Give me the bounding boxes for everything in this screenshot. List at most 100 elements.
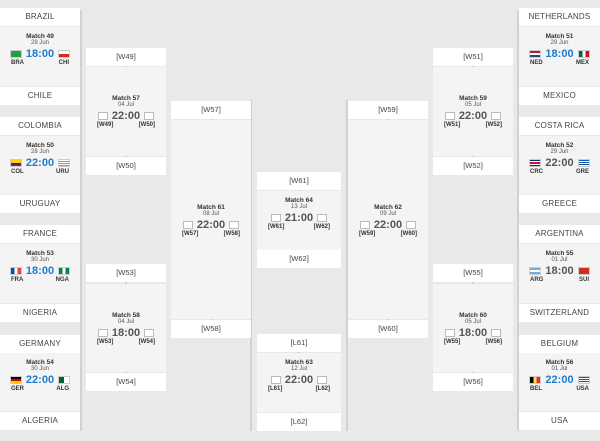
away-code: SUI xyxy=(578,277,589,283)
team-label-uruguay: URUGUAY xyxy=(0,195,80,213)
greece-flag-icon xyxy=(577,159,590,167)
match-card-63[interactable]: Match 63 12 Jul 22:00 [L61][L62] xyxy=(257,353,341,412)
home-code: [W59] xyxy=(359,231,376,237)
away-slot-icon xyxy=(317,214,328,222)
team-label-colombia: COLOMBIA xyxy=(0,117,80,135)
home-code: [L61] xyxy=(268,386,283,392)
slot-w60: [W60] xyxy=(348,320,428,338)
match-title: Match 61 xyxy=(197,204,225,211)
match-date: 05 Jul xyxy=(464,319,481,325)
match-date: 29 Jun xyxy=(550,40,569,46)
match-title: Match 53 xyxy=(26,250,54,257)
slot-w54: [W54] xyxy=(86,373,166,391)
home-slot-icon xyxy=(97,329,108,337)
slot-w59: [W59] xyxy=(348,101,428,119)
home-slot-icon xyxy=(359,221,370,229)
team-label-belgium: BELGIUM xyxy=(519,335,600,353)
away-code: [W58] xyxy=(223,231,240,237)
match-title: Match 60 xyxy=(459,312,487,319)
slot-w55: [W55] xyxy=(433,264,513,282)
match-title: Match 56 xyxy=(545,359,574,366)
team-label-costa-rica: COSTA RICA xyxy=(519,117,600,135)
home-code: BRA xyxy=(11,60,24,66)
team-label-mexico: MEXICO xyxy=(519,87,600,105)
match-card-59[interactable]: Match 59 05 Jul 22:00 [W51][W52] xyxy=(433,67,513,156)
match-title: Match 51 xyxy=(545,33,574,40)
match-title: Match 58 xyxy=(112,312,140,319)
chile-flag-icon xyxy=(58,50,71,58)
team-label-switzerland: SWITZERLAND xyxy=(519,304,600,322)
match-card-64[interactable]: Match 64 13 Jul 21:00 [W61][W62] xyxy=(257,191,341,250)
team-label-greece: GREECE xyxy=(519,195,600,213)
match-time: 22:00 xyxy=(373,219,403,231)
match-title: Match 59 xyxy=(459,95,487,102)
match-date: 05 Jul xyxy=(464,102,481,108)
home-slot-icon xyxy=(270,376,281,384)
team-label-netherlands: NETHERLANDS xyxy=(519,8,600,26)
away-code: NGA xyxy=(55,277,69,283)
away-code: [W52] xyxy=(485,122,502,128)
nigeria-flag-icon xyxy=(58,267,71,275)
away-slot-icon xyxy=(317,376,328,384)
match-date: 01 Jul xyxy=(551,366,568,372)
costa-rica-flag-icon xyxy=(529,159,542,167)
mexico-flag-icon xyxy=(577,50,590,58)
match-card-62[interactable]: Match 62 09 Jul 22:00 [W59][W60] xyxy=(348,120,428,319)
away-code: [L62] xyxy=(315,386,330,392)
team-label-usa: USA xyxy=(519,412,600,430)
home-code: COL xyxy=(11,169,24,175)
slot-w62: [W62] xyxy=(257,250,341,268)
match-time: 22:00 xyxy=(196,219,226,231)
home-code: ARG xyxy=(530,277,544,283)
match-time: 21:00 xyxy=(284,212,314,224)
netherlands-flag-icon xyxy=(529,50,542,58)
home-slot-icon xyxy=(270,214,281,222)
match-title: Match 62 xyxy=(374,204,402,211)
slot-w56: [W56] xyxy=(433,373,513,391)
away-code: [W62] xyxy=(313,224,330,230)
match-time: 22:00 xyxy=(111,110,141,122)
away-code: URU xyxy=(56,169,69,175)
team-label-argentina: ARGENTINA xyxy=(519,225,600,243)
match-time: 22:00 xyxy=(284,374,314,386)
match-time: 22:00 xyxy=(545,157,574,169)
match-title: Match 63 xyxy=(285,359,313,366)
argentina-flag-icon xyxy=(529,267,542,275)
home-code: [W61] xyxy=(268,224,285,230)
france-flag-icon xyxy=(9,267,22,275)
slot-w58: [W58] xyxy=(171,320,251,338)
match-date: 28 Jun xyxy=(30,40,49,46)
match-title: Match 52 xyxy=(545,142,574,149)
team-label-chile: CHILE xyxy=(0,87,80,105)
away-code: GRE xyxy=(575,169,589,175)
away-code: [W56] xyxy=(485,339,502,345)
match-card-60[interactable]: Match 60 05 Jul 18:00 [W55][W56] xyxy=(433,284,513,372)
home-slot-icon xyxy=(444,329,455,337)
algeria-flag-icon xyxy=(58,376,71,384)
match-card-58[interactable]: Match 58 04 Jul 18:00 [W53][W54] xyxy=(86,284,166,372)
home-code: [W51] xyxy=(444,122,461,128)
team-label-france: FRANCE xyxy=(0,225,80,243)
home-code: NED xyxy=(530,60,543,66)
match-card-57[interactable]: Match 57 04 Jul 22:00 [W49][W50] xyxy=(86,67,166,156)
usa-flag-icon xyxy=(577,376,590,384)
away-slot-icon xyxy=(406,221,417,229)
match-time: 18:00 xyxy=(545,265,574,277)
slot-l61: [L61] xyxy=(257,334,341,352)
brazil-flag-icon xyxy=(9,50,22,58)
slot-w52: [W52] xyxy=(433,157,513,175)
match-card-61[interactable]: Match 61 08 Jul 22:00 [W57][W58] xyxy=(171,120,251,319)
home-code: CRC xyxy=(530,169,543,175)
belgium-flag-icon xyxy=(529,376,542,384)
away-slot-icon xyxy=(229,221,240,229)
home-slot-icon xyxy=(444,112,455,120)
home-slot-icon xyxy=(182,221,193,229)
